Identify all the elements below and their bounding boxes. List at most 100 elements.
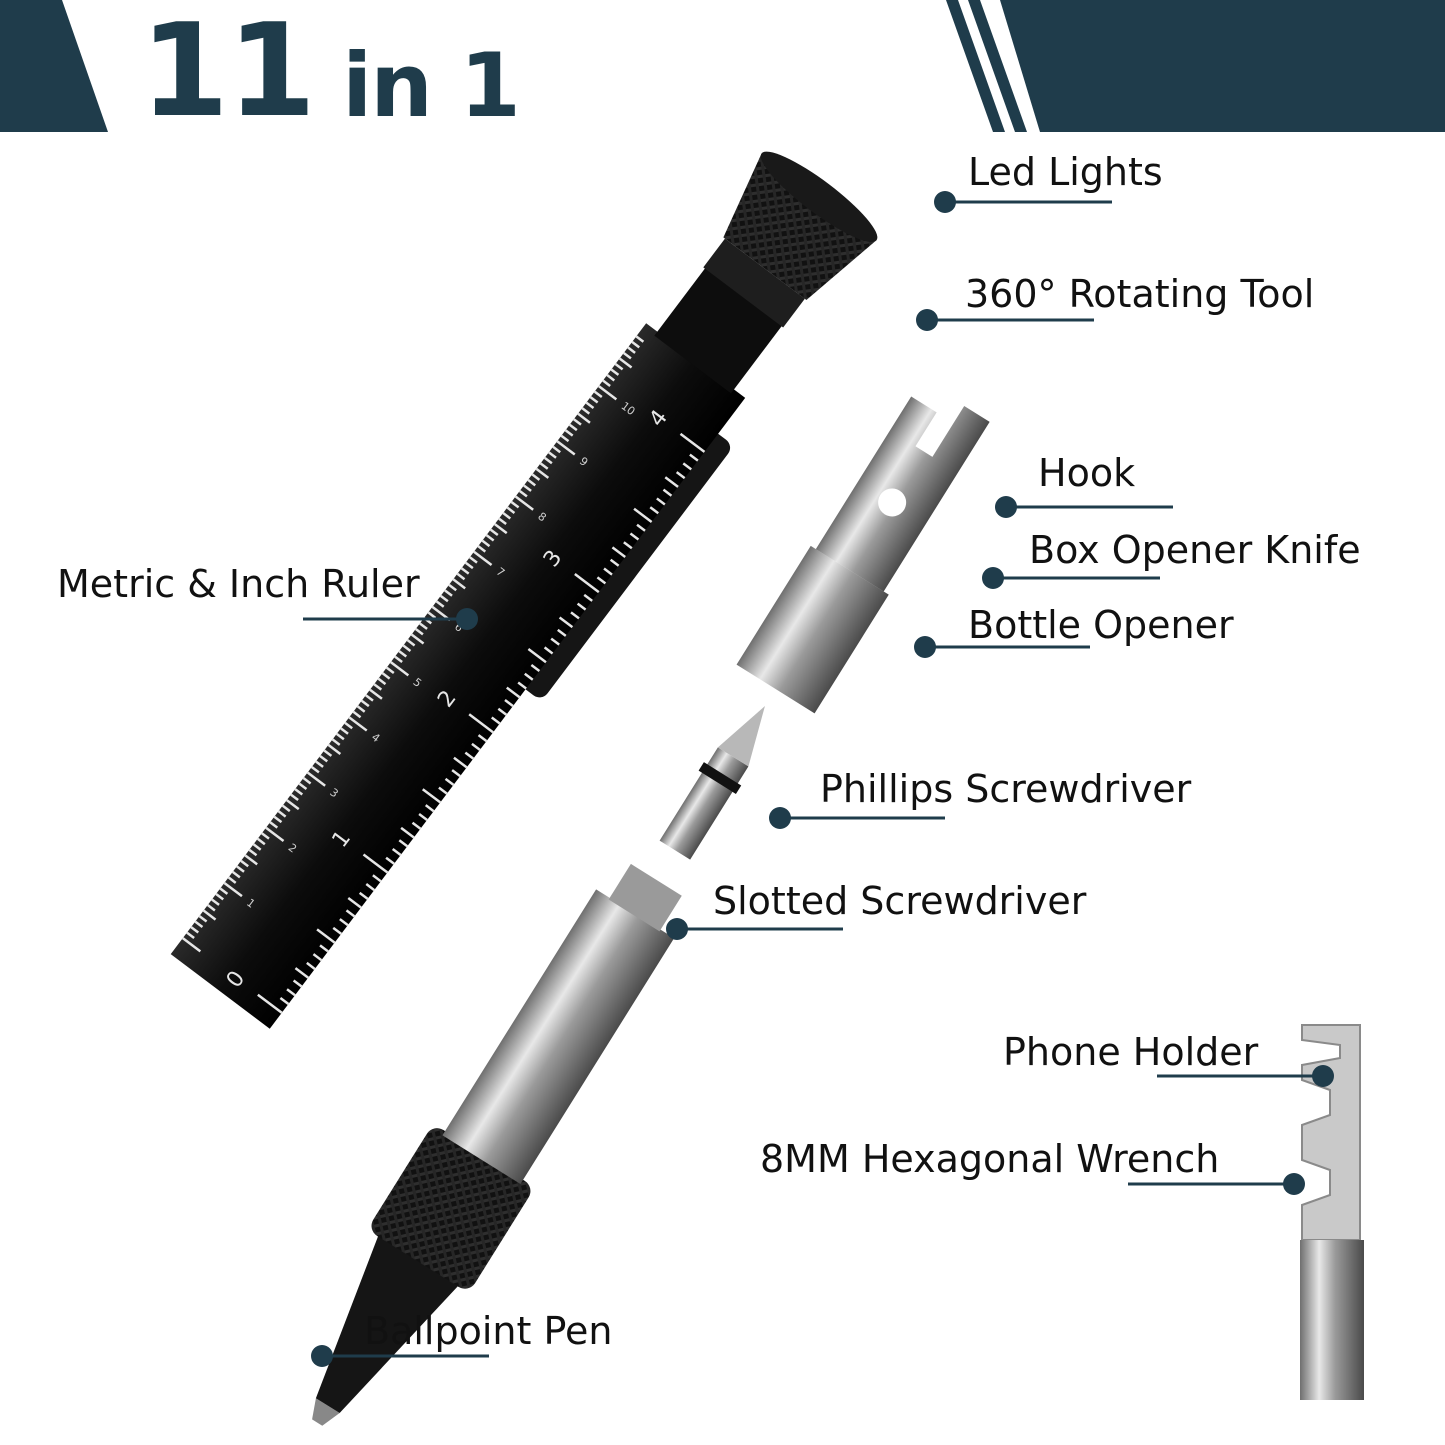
cm-tick	[502, 512, 512, 520]
banner-right-shape	[1000, 0, 1445, 132]
inch-tick	[257, 993, 283, 1014]
pen-grip	[371, 1128, 531, 1289]
callout-dot-ruler	[456, 608, 478, 630]
inch-tick	[365, 883, 376, 892]
inch-tick	[550, 637, 560, 646]
cm-tick	[552, 445, 561, 454]
opener-head	[815, 396, 990, 592]
inch-tick	[543, 646, 554, 655]
inch-tick	[682, 462, 693, 471]
inch-tick	[391, 848, 402, 857]
inch-tick	[504, 699, 514, 708]
cm-tick	[252, 843, 262, 851]
inch-tick	[453, 756, 468, 769]
pen-cone	[315, 1231, 462, 1414]
cm-tick	[464, 561, 474, 570]
title-suffix: in 1	[342, 34, 521, 137]
banner-left-shape	[0, 0, 108, 132]
cm-tick	[327, 743, 342, 755]
cm-tick	[248, 848, 258, 857]
cm-tick	[427, 611, 437, 619]
cm-tick	[256, 837, 266, 846]
inch-tick	[312, 953, 323, 962]
cm-tick	[211, 898, 220, 906]
cm-tick	[302, 777, 312, 785]
callout-dot-bottle	[914, 636, 936, 658]
cm-tick	[452, 578, 466, 590]
inch-tick	[398, 839, 409, 848]
cm-tick	[215, 892, 224, 901]
cm-tick	[240, 859, 249, 868]
bit-slotted	[659, 747, 749, 860]
cm-tick	[219, 887, 229, 895]
cm-tick	[564, 429, 574, 437]
inch-tick	[332, 926, 342, 935]
label-ballpoint: Ballpoint Pen	[364, 1309, 613, 1353]
cm-tick	[394, 655, 403, 664]
cm-tick	[460, 567, 470, 575]
cm-tick	[310, 766, 320, 774]
cm-tick	[323, 749, 333, 757]
cm-tick	[315, 760, 324, 768]
callout-dot-box	[982, 567, 1004, 589]
cm-tick	[473, 550, 493, 566]
cm-tick	[481, 539, 491, 548]
inch-tick	[524, 672, 534, 681]
inch-tick	[576, 602, 587, 611]
cm-tick	[539, 462, 549, 470]
label-phillips: Phillips Screwdriver	[820, 767, 1192, 811]
cm-tick	[335, 732, 345, 741]
opener-hole	[878, 488, 907, 517]
inch-tick	[286, 988, 296, 997]
inch-tick	[675, 471, 686, 480]
cm-tick	[194, 920, 204, 929]
pen-neck	[654, 263, 786, 394]
inch-tick	[679, 432, 706, 453]
callout-dot-hook	[995, 496, 1017, 518]
callout-dot-phone	[1312, 1065, 1334, 1087]
inch-tick	[464, 751, 475, 760]
cm-tick	[244, 854, 258, 866]
cm-tick	[585, 401, 595, 410]
inch-tick	[444, 777, 455, 786]
pen-thread	[608, 863, 682, 932]
inch-tick	[319, 944, 329, 953]
cm-tick	[419, 622, 428, 630]
cm-tick	[286, 799, 300, 811]
label-hook: Hook	[1038, 451, 1136, 495]
cm-tick	[535, 467, 550, 479]
cm-tick	[477, 545, 487, 553]
banner-stripe-1	[946, 0, 1005, 132]
cm-tick	[281, 804, 291, 813]
inch-tick	[362, 853, 389, 874]
inch-tick	[557, 628, 567, 637]
cm-tick	[531, 473, 541, 481]
inch-tick	[603, 567, 613, 576]
cm-tick	[365, 694, 374, 702]
pen-barrel	[442, 889, 675, 1185]
inch-tick	[517, 681, 527, 690]
inch-tick	[530, 663, 541, 672]
cm-tick	[560, 434, 570, 443]
cm-tick	[269, 821, 279, 829]
inch-tick	[279, 996, 290, 1006]
cm-tick	[261, 832, 270, 840]
cm-tick	[581, 407, 591, 415]
cm-tick	[202, 909, 217, 921]
cm-tick	[319, 754, 328, 763]
inch-tick	[418, 812, 428, 821]
cm-tick	[223, 881, 243, 898]
inch-tick	[294, 967, 309, 979]
cm-tick	[635, 335, 645, 343]
cm-tick	[290, 793, 299, 802]
inch-tick	[411, 821, 422, 830]
inch-tick	[424, 804, 435, 813]
inch-tick	[662, 488, 673, 497]
cm-tick	[265, 826, 285, 842]
inch-tick	[306, 961, 316, 970]
inch-tick	[649, 506, 659, 515]
inch-tick	[339, 918, 349, 927]
cm-tick	[236, 865, 245, 873]
inch-tick	[689, 453, 699, 462]
cm-tick	[506, 506, 516, 514]
